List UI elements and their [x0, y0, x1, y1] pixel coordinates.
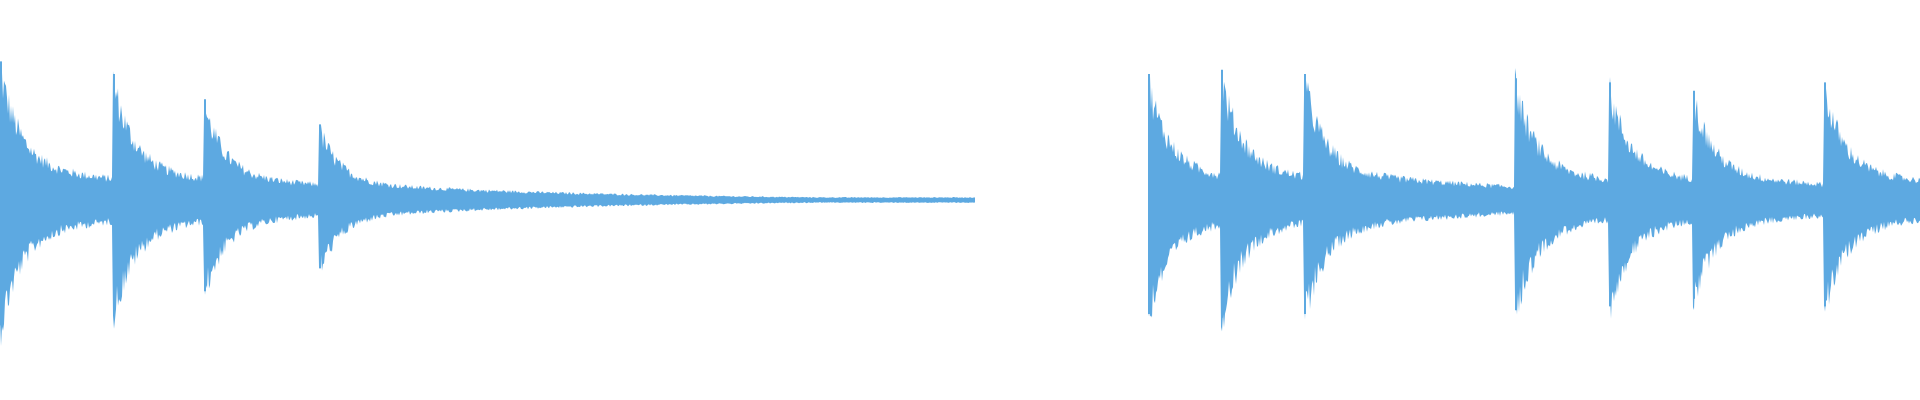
waveform-segments: [0, 61, 1920, 346]
waveform-segment-2: [1148, 68, 1920, 332]
waveform-segment-1: [0, 64, 975, 346]
